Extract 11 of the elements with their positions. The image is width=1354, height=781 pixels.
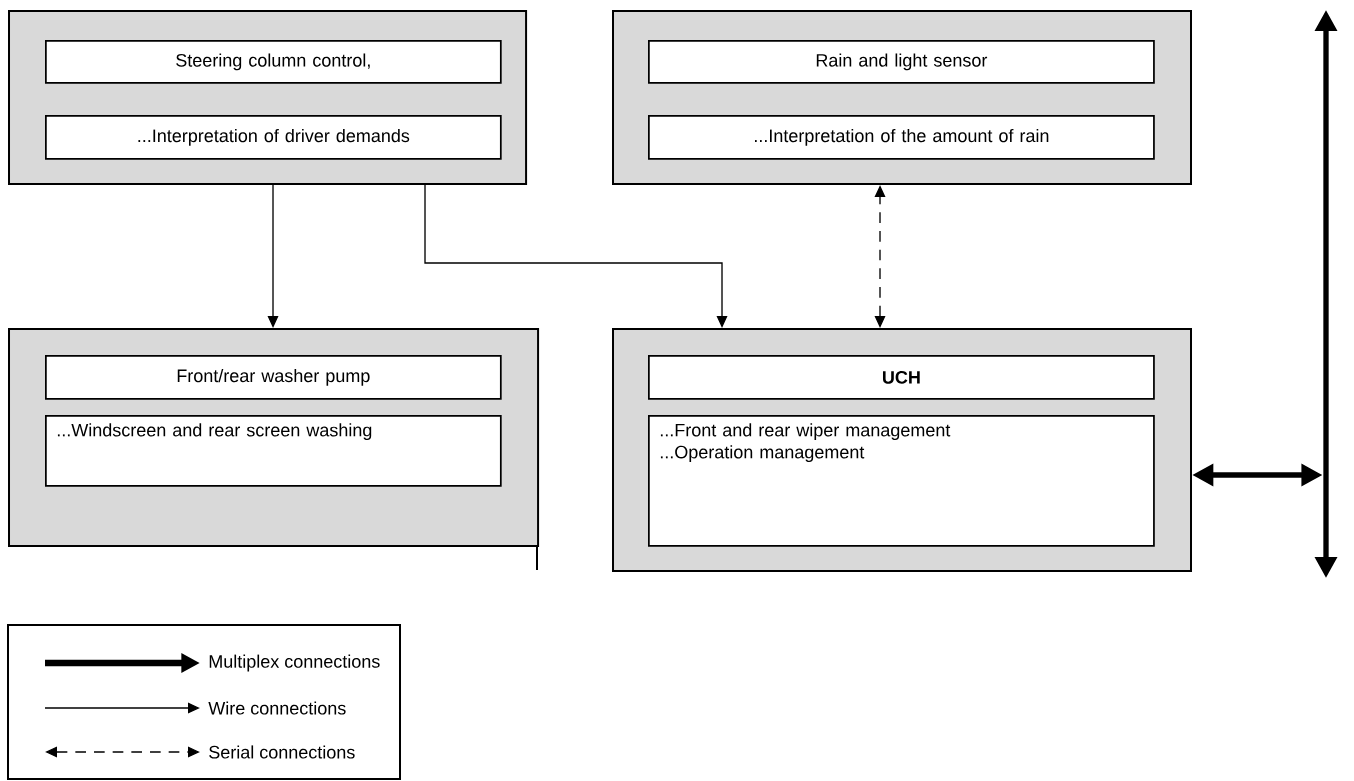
function-box: ...Interpretation of driver demands bbox=[45, 115, 502, 160]
legend-label: Multiplex connections bbox=[209, 654, 380, 672]
function-box: UCH bbox=[648, 355, 1155, 400]
legend-label: Wire connections bbox=[208, 701, 346, 715]
function-box: Front/rear washer pump bbox=[45, 355, 502, 400]
function-box: ...Interpretation of the amount of rain bbox=[648, 115, 1155, 160]
function-box: ...Windscreen and rear screen washing bbox=[45, 415, 502, 487]
function-box: Steering column control, bbox=[45, 40, 502, 84]
function-box: ...Front and rear wiper management ...Operation management bbox=[648, 415, 1155, 547]
function-box: Rain and light sensor bbox=[648, 40, 1155, 84]
legend-label: Serial connections bbox=[209, 745, 355, 759]
